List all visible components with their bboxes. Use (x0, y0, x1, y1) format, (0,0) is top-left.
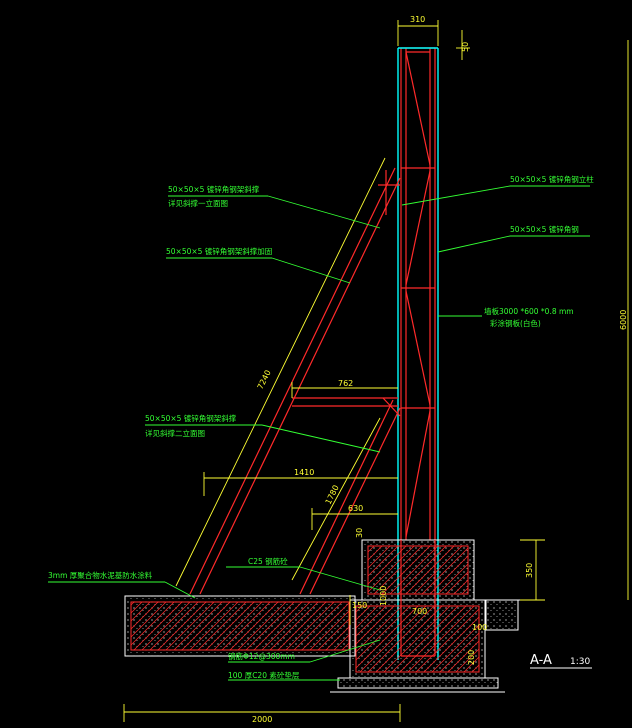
label-brace-top-2: 详见斜撑一立面图 (168, 198, 228, 208)
dim-small-100: 100 (472, 623, 487, 632)
label-cushion: 100 厚C20 素砼垫层 (228, 670, 300, 680)
label-c25: C25 钢筋砼 (248, 556, 288, 566)
label-rebar: 钢筋Φ12@300mm (228, 651, 295, 661)
label-panel-2: 彩涂钢板(白色) (490, 318, 541, 328)
label-brace-mid: 50×50×5 镀锌角钢架斜撑加固 (166, 246, 272, 256)
dim-small-200: 200 (467, 650, 476, 665)
dim-lower-width: 1410 (294, 468, 314, 477)
dim-foot-height: 350 (525, 563, 534, 578)
dim-foot-gap: 30 (355, 528, 364, 538)
dim-right-height: 6000 (619, 310, 628, 330)
label-brace-low-1: 50×50×5 镀锌角钢架斜撑 (145, 413, 237, 423)
dim-inner-width: 630 (348, 504, 363, 513)
diagonal-braces (189, 167, 401, 595)
dim-right-700: 700 (412, 607, 427, 616)
vertical-frame (400, 47, 436, 540)
section-name: A-A (530, 653, 552, 668)
dim-top-width: 310 (410, 15, 425, 24)
dimension-lines (123, 20, 629, 722)
label-right-upright: 50×50×5 镀锌角钢立柱 (510, 174, 594, 184)
dim-left-150: 150 (352, 601, 367, 610)
dim-diag-length: 7240 (256, 369, 273, 391)
dim-brace-width: 762 (338, 379, 353, 388)
label-waterproof: 3mm 厚聚合物水泥基防水涂料 (48, 570, 153, 580)
foundation (124, 539, 540, 693)
leader-lines (48, 185, 590, 681)
label-brace-top-1: 50×50×5 镀锌角钢架斜撑 (168, 184, 260, 194)
label-brace-low-2: 详见斜撑二立面图 (145, 428, 205, 438)
dim-mid-1000: 1000 (379, 586, 388, 606)
dim-base-width: 2000 (252, 715, 272, 724)
dim-top-offset: 50 (461, 42, 470, 52)
label-panel-1: 墙板3000 *600 *0.8 mm (484, 306, 574, 316)
section-scale: 1:30 (570, 657, 590, 667)
section-title: A-A 1:30 (530, 653, 592, 669)
label-right-angle: 50×50×5 镀锌角钢 (510, 224, 579, 234)
